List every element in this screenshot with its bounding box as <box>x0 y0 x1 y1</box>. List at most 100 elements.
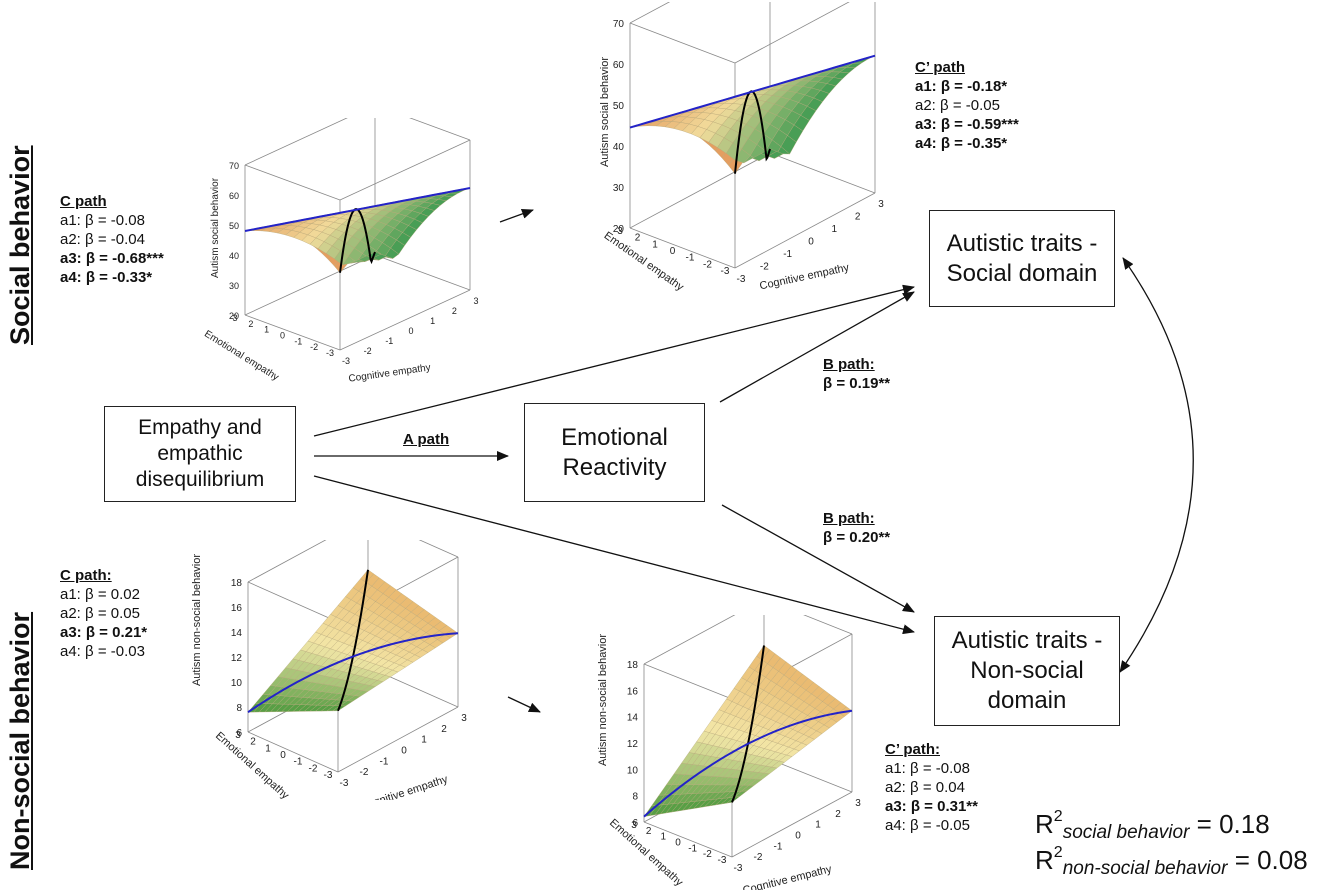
cognitive-tick: -3 <box>734 863 743 874</box>
cognitive-tick: -3 <box>737 274 746 285</box>
z-tick: 14 <box>231 628 243 639</box>
emotional-tick: 2 <box>646 826 652 837</box>
cognitive-tick: -3 <box>342 356 350 366</box>
cognitive-tick: -2 <box>360 767 369 778</box>
cognitive-tick: 1 <box>815 820 821 831</box>
emotional-tick: -1 <box>294 336 302 346</box>
z-tick: 6 <box>632 818 638 829</box>
emotional-tick: 2 <box>248 319 253 329</box>
emotional-tick: -1 <box>294 757 303 768</box>
cognitive-tick: 0 <box>795 831 801 842</box>
emotional-tick: 0 <box>280 750 286 761</box>
z-tick: 20 <box>229 311 239 321</box>
z-axis-label: Autism social behavior <box>599 57 611 167</box>
z-tick: 6 <box>236 728 242 739</box>
arrow-empathy-to-social <box>313 284 915 437</box>
coef-block-nonsocial-cprime: C’ path: a1: β = -0.08 a2: β = 0.04 a3: … <box>885 741 978 834</box>
z-tick: 8 <box>236 703 242 714</box>
emotional-tick: 0 <box>675 838 681 849</box>
z-tick: 10 <box>231 678 243 689</box>
cognitive-tick: 1 <box>430 316 435 326</box>
cognitive-axis-label: Cognitive empathy <box>742 863 834 890</box>
emotional-tick: 3 <box>617 226 623 237</box>
z-tick: 14 <box>627 713 639 724</box>
cognitive-tick: 3 <box>878 199 884 210</box>
cognitive-tick: 0 <box>808 237 814 248</box>
emotional-axis-label: Emotional empathy <box>602 230 686 292</box>
z-axis-label: Autism non-social behavior <box>597 634 609 766</box>
z-tick: 10 <box>627 765 639 776</box>
arrow-nonsocial-plots <box>507 696 541 713</box>
z-tick: 16 <box>627 686 639 697</box>
b-path-nonsocial: B path: β = 0.20** <box>823 510 891 546</box>
cognitive-tick: 3 <box>855 798 861 809</box>
r-squared-nonsocial: R2non-social behavior = 0.08 <box>1035 844 1308 879</box>
emotional-tick: -2 <box>703 849 712 860</box>
z-axis-label: Autism social behavior <box>210 177 221 278</box>
z-tick: 70 <box>229 161 239 171</box>
cognitive-tick: -2 <box>760 262 769 273</box>
emotional-tick: 2 <box>635 233 641 244</box>
emotional-tick: 1 <box>661 832 667 843</box>
emotional-tick: 3 <box>235 730 241 741</box>
z-tick: 18 <box>231 578 243 589</box>
coef-block-social-cprime: C’ path a1: β = -0.18* a2: β = -0.05 a3:… <box>915 59 1019 152</box>
z-tick: 16 <box>231 603 243 614</box>
cognitive-tick: 0 <box>401 746 407 757</box>
b-path-social: B path: β = 0.19** <box>823 356 891 392</box>
emotional-tick: 1 <box>265 743 271 754</box>
cognitive-tick: -1 <box>783 249 792 260</box>
cognitive-tick: 2 <box>452 306 457 316</box>
cognitive-tick: 2 <box>441 724 447 735</box>
z-tick: 70 <box>613 19 625 30</box>
cognitive-axis-label: Cognitive empathy <box>359 773 450 800</box>
cognitive-tick: -1 <box>380 756 389 767</box>
emotional-tick: -3 <box>326 348 334 358</box>
z-tick: 60 <box>613 60 625 71</box>
emotional-tick: -2 <box>310 342 318 352</box>
emotional-tick: -2 <box>309 763 318 774</box>
z-axis-label: Autism non-social behavior <box>191 554 203 686</box>
a-path-label: A path <box>403 431 450 448</box>
cognitive-tick: -1 <box>385 336 393 346</box>
arrow-covariance <box>1119 257 1194 673</box>
coef-block-nonsocial-c: C path: a1: β = 0.02 a2: β = 0.05 a3: β … <box>60 567 148 660</box>
z-tick: 12 <box>231 653 243 664</box>
cognitive-tick: -2 <box>754 852 763 863</box>
cognitive-tick: -2 <box>364 346 372 356</box>
z-tick: 20 <box>613 224 625 235</box>
emotional-tick: 3 <box>232 313 237 323</box>
emotional-tick: -3 <box>324 770 333 781</box>
r-squared-social: R2social behavior = 0.18 <box>1035 808 1270 843</box>
emotional-tick: -1 <box>686 253 695 264</box>
z-tick: 18 <box>627 660 639 671</box>
cognitive-tick: 2 <box>855 212 861 223</box>
arrow-reactivity-to-nonsocial <box>721 504 915 613</box>
z-tick: 50 <box>613 101 625 112</box>
arrow-reactivity-to-social <box>719 291 915 403</box>
cognitive-tick: 2 <box>835 809 841 820</box>
cognitive-tick: 0 <box>408 326 413 336</box>
emotional-tick: -3 <box>718 855 727 866</box>
coef-block-social-c: C path a1: β = -0.08 a2: β = -0.04 a3: β… <box>60 193 164 286</box>
cognitive-axis-label: Cognitive empathy <box>759 262 851 292</box>
z-tick: 30 <box>229 281 239 291</box>
cognitive-tick: 1 <box>421 735 427 746</box>
arrow-social-plots <box>499 209 534 223</box>
emotional-tick: -1 <box>688 843 697 854</box>
cognitive-tick: 1 <box>832 224 838 235</box>
arrow-empathy-to-nonsocial <box>313 475 915 635</box>
cognitive-tick: -3 <box>340 778 349 789</box>
emotional-axis-label: Emotional empathy <box>202 329 280 383</box>
emotional-tick: 3 <box>631 820 637 831</box>
emotional-tick: 1 <box>652 239 658 250</box>
emotional-tick: -3 <box>721 266 730 277</box>
z-tick: 40 <box>613 142 625 153</box>
z-tick: 40 <box>229 251 239 261</box>
